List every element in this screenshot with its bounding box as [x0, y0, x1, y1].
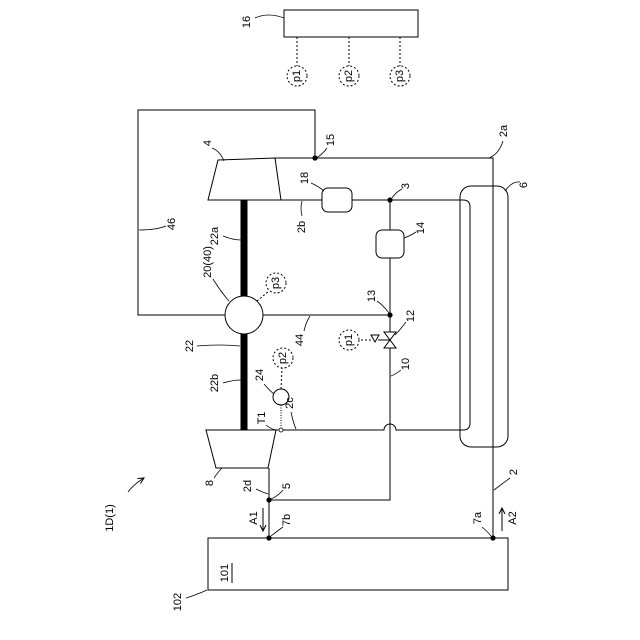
flow-a2-label: A2 — [507, 511, 519, 524]
line-46-label: 46 — [166, 218, 178, 230]
valve-label: 12 — [405, 310, 417, 322]
local-sensor-p2-label: p2 — [277, 352, 289, 364]
element-14-label: 14 — [415, 222, 427, 234]
heat-exchanger-label: 6 — [518, 182, 530, 188]
line-44-label: 44 — [294, 334, 306, 346]
line-2b-label: 2b — [296, 221, 308, 233]
point-5 — [266, 497, 271, 502]
local-sensor-p1-label: p1 — [343, 334, 355, 346]
turbine-label: 8 — [204, 480, 216, 486]
controller-sensor-p1-label: p1 — [291, 70, 303, 82]
point-3-label: 3 — [400, 183, 412, 189]
line-10-label: 10 — [400, 358, 412, 370]
point-7b-label: 7b — [281, 514, 293, 526]
element-18-label: 18 — [299, 172, 311, 184]
figure-label: 1D(1) — [104, 504, 116, 532]
compressor-label: 4 — [202, 140, 214, 146]
local-sensor-p3-label: p3 — [270, 277, 282, 289]
point-15-label: 15 — [325, 134, 337, 146]
point-13-label: 13 — [366, 290, 378, 302]
flow-a1-label: A1 — [248, 511, 260, 524]
line-2-label: 2 — [508, 469, 520, 475]
point-13 — [387, 312, 392, 317]
shaft-22b-label: 22b — [209, 374, 221, 392]
line-2c-label: 2c — [284, 397, 296, 409]
controller-label: 16 — [241, 16, 253, 28]
motor-20 — [225, 296, 263, 334]
point-3 — [387, 197, 392, 202]
element-14 — [376, 230, 404, 258]
sensor-24-label: 24 — [254, 369, 266, 381]
temperature-point-t1 — [279, 428, 283, 432]
controller-sensor-p2-label: p2 — [343, 70, 355, 82]
point-7a-label: 7a — [472, 511, 484, 524]
unit-102-label: 102 — [172, 593, 184, 611]
controller-sensor-p3-label: p3 — [394, 70, 406, 82]
point-5-label: 5 — [281, 483, 293, 489]
shaft-22a-label: 22a — [209, 226, 221, 245]
motor-label: 20(40) — [202, 246, 214, 278]
line-2a-label: 2a — [498, 124, 510, 137]
line-2d-label: 2d — [242, 480, 254, 492]
t1-label: T1 — [256, 412, 268, 425]
element-18 — [322, 188, 352, 212]
unit-101-label: 101 — [219, 564, 231, 582]
shaft-label: 22 — [184, 340, 196, 352]
